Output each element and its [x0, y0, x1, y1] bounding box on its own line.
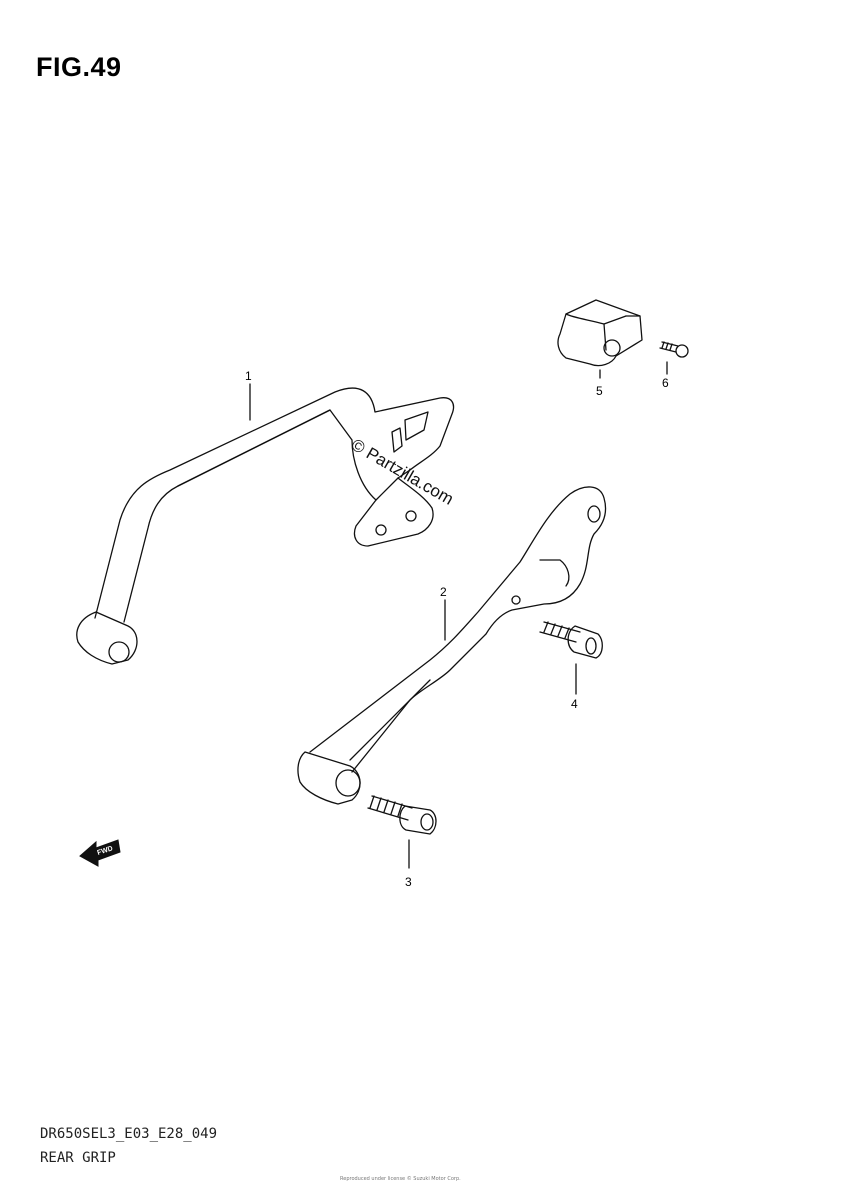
callout-1: 1	[245, 369, 252, 383]
part-4-bolt	[539, 621, 603, 695]
part-6-screw	[659, 341, 689, 375]
callout-2: 2	[440, 585, 447, 599]
part-1-left-grip	[76, 387, 455, 665]
part-5-cushion	[557, 299, 643, 379]
part-3-bolt	[367, 795, 437, 869]
callout-3: 3	[405, 875, 412, 889]
callout-5: 5	[596, 384, 603, 398]
callout-6: 6	[662, 376, 669, 390]
callout-4: 4	[571, 697, 578, 711]
diagram-name: REAR GRIP	[40, 1150, 116, 1166]
fwd-label: FWD	[96, 845, 113, 857]
fwd-arrow-icon: FWD	[79, 839, 121, 867]
part-2-right-grip	[297, 486, 607, 805]
figure-title: FIG.49	[36, 52, 122, 82]
fine-print: Reproduced under license © Suzuki Motor …	[340, 1176, 461, 1182]
diagram-code: DR650SEL3_E03_E28_049	[40, 1126, 218, 1142]
